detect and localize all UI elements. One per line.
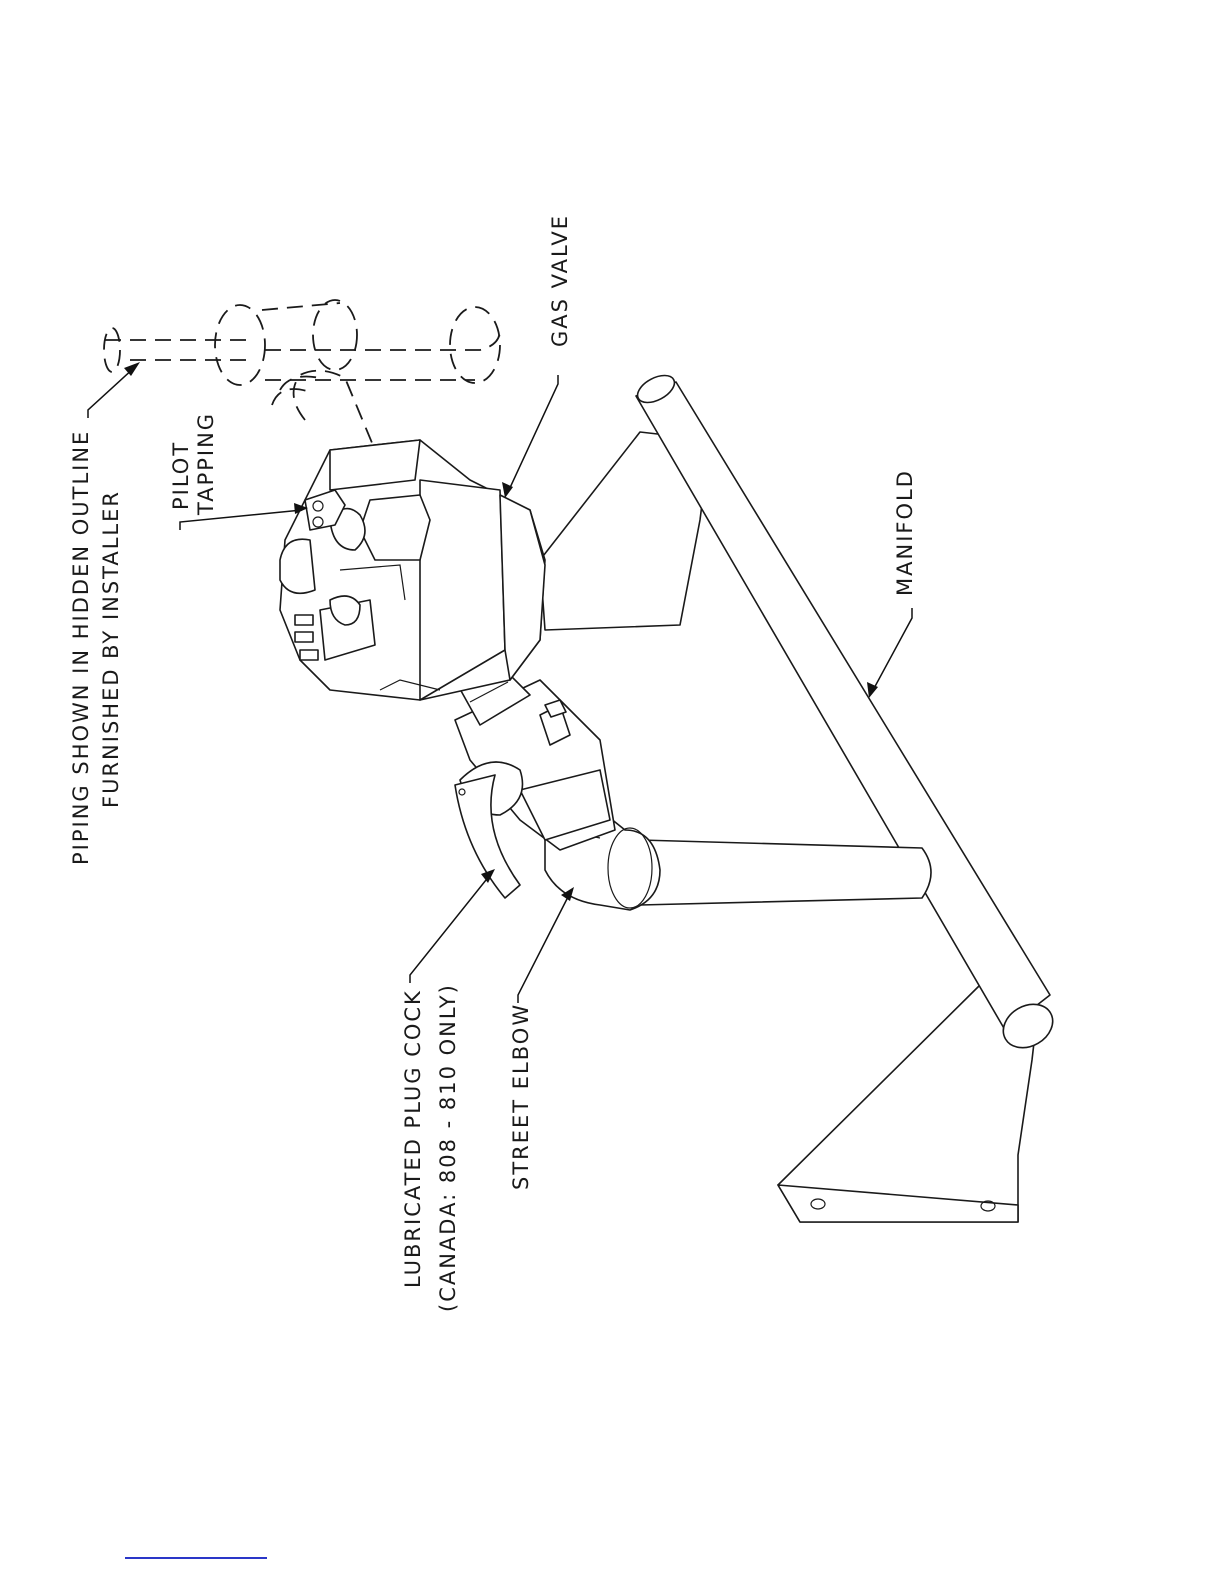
plug-cock-label-line1: LUBRICATED PLUG COCK <box>401 989 425 1288</box>
piping-label-line1: PIPING SHOWN IN HIDDEN OUTLINE <box>69 430 93 865</box>
street-elbow-label: STREET ELBOW <box>509 1003 533 1190</box>
gas-valve <box>280 440 545 700</box>
pilot-label-line1: PILOT <box>169 441 193 510</box>
piping-label-line2: FURNISHED BY INSTALLER <box>99 490 123 808</box>
pilot-label-line2: TAPPING <box>194 412 218 516</box>
footer-rule <box>125 1557 267 1559</box>
gas-valve-label: GAS VALVE <box>548 214 572 347</box>
plug-cock-label-line2: (CANADA: 808 - 810 ONLY) <box>436 983 460 1312</box>
manifold-label: MANIFOLD <box>893 469 917 596</box>
drop-pipe <box>640 840 931 905</box>
installer-piping-hidden <box>104 300 500 450</box>
manifold-pipe <box>633 370 1060 1056</box>
